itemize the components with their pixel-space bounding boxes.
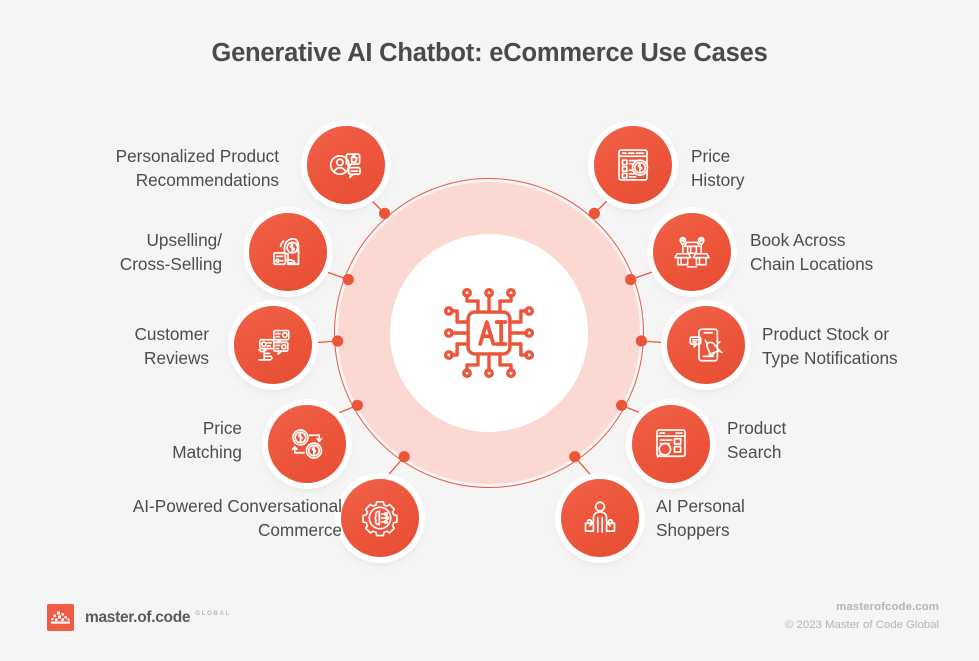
ring-outline xyxy=(334,178,644,488)
label-customer-reviews: Customer Reviews xyxy=(134,324,210,368)
label-personalized-product-recommendations: Personalized Product Recommendations xyxy=(115,146,279,190)
review-chat-bubbles-icon xyxy=(234,306,312,384)
ai-chip-icon xyxy=(434,278,544,388)
node-personalized-product-recommendations[interactable] xyxy=(307,126,385,204)
label-price-history: Price History xyxy=(691,146,745,190)
footer-credits: masterofcode.com © 2023 Master of Code G… xyxy=(785,601,939,631)
label-product-stock-or-type-notifications: Product Stock or Type Notifications xyxy=(762,324,898,368)
storefronts-map-pins-icon xyxy=(653,213,731,291)
node-book-across-chain-locations[interactable] xyxy=(653,213,731,291)
label-book-across-chain-locations: Book Across Chain Locations xyxy=(750,230,874,274)
label-price-matching: Price Matching xyxy=(172,418,242,462)
user-thumbs-up-chat-icon xyxy=(307,126,385,204)
node-upselling-cross-selling[interactable] xyxy=(249,213,327,291)
browser-magnifier-icon xyxy=(632,405,710,483)
footer-copyright: © 2023 Master of Code Global xyxy=(784,619,939,631)
footer-website[interactable]: masterofcode.com xyxy=(836,601,939,613)
node-product-search[interactable] xyxy=(632,405,710,483)
brand-superscript: GLOBAL xyxy=(195,610,231,617)
agent-headset-offer-icon xyxy=(249,213,327,291)
node-ai-powered-conversational-commerce[interactable] xyxy=(341,479,419,557)
phone-bell-notification-icon xyxy=(667,306,745,384)
brand-name: master.of.code xyxy=(85,608,191,626)
two-coins-exchange-icon xyxy=(268,405,346,483)
node-product-stock-or-type-notifications[interactable] xyxy=(667,306,745,384)
node-customer-reviews[interactable] xyxy=(234,306,312,384)
shopper-with-bags-icon xyxy=(561,479,639,557)
brand-logo[interactable]: master.of.code GLOBAL xyxy=(47,604,231,631)
node-price-matching[interactable] xyxy=(268,405,346,483)
gear-brain-icon xyxy=(341,479,419,557)
label-product-search: Product Search xyxy=(727,418,787,462)
master-of-code-logo-icon xyxy=(47,604,74,631)
label-ai-powered-conversational-commerce: AI-Powered Conversational Commerce xyxy=(132,496,342,540)
node-ai-personal-shoppers[interactable] xyxy=(561,479,639,557)
label-ai-personal-shoppers: AI Personal Shoppers xyxy=(656,496,745,540)
node-price-history[interactable] xyxy=(594,126,672,204)
page-title: Generative AI Chatbot: eCommerce Use Cas… xyxy=(211,39,768,67)
label-upselling-cross-selling: Upselling/ Cross-Selling xyxy=(119,230,222,274)
price-list-coin-icon xyxy=(594,126,672,204)
